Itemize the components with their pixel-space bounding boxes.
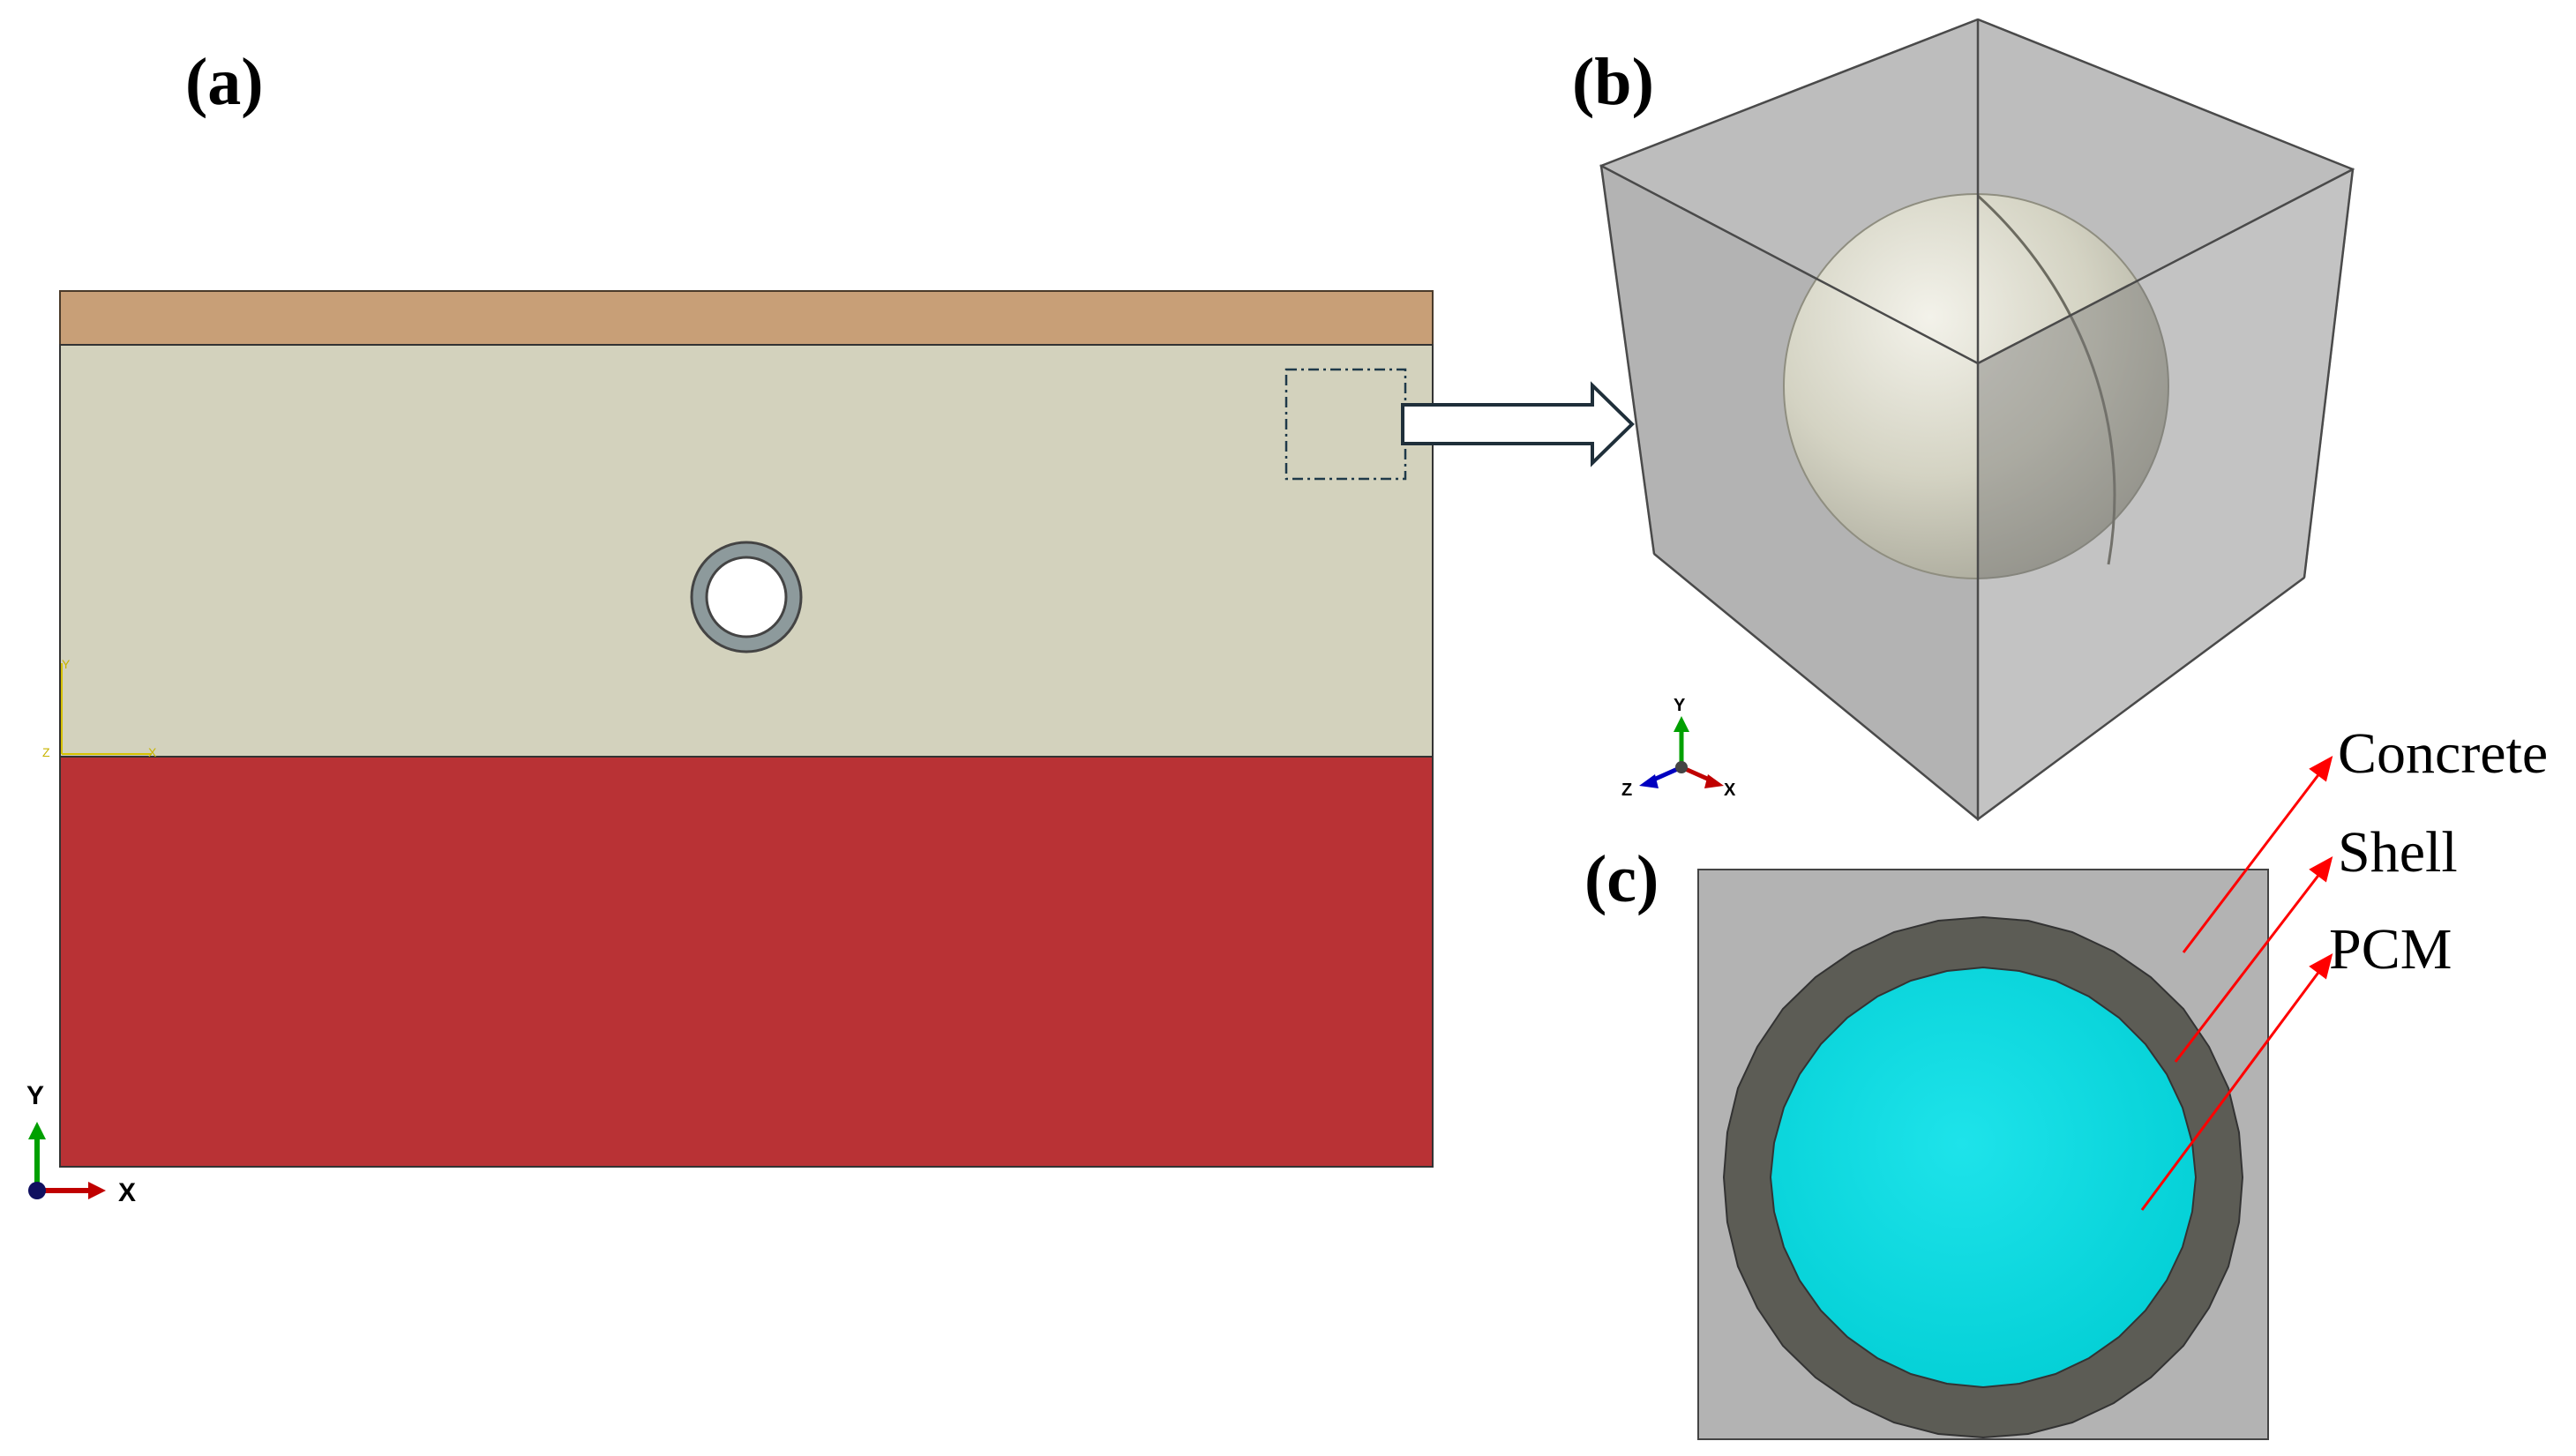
axis-x-label: X (118, 1178, 136, 1207)
leader-lines (2140, 756, 2333, 1211)
detail-box (1284, 368, 1407, 481)
sphere-seam (1976, 194, 2116, 565)
panel-label-c: (c) (1584, 842, 1659, 916)
small-axis-z-label: Z (42, 745, 50, 759)
axis-triad-b: Y X Z (1621, 696, 1736, 800)
small-axis-x-label: X (148, 745, 157, 759)
axis-triad-a: Y X (26, 1081, 136, 1207)
small-axis-triad: Y X Z (42, 657, 157, 759)
panel-label-b: (b) (1572, 45, 1654, 119)
cube-edges (1599, 18, 2355, 821)
leader-concrete (2182, 772, 2322, 953)
top-layer (59, 290, 1434, 346)
axis-y-label: Y (26, 1081, 44, 1110)
pcm-core (1769, 966, 2198, 1389)
label-concrete: Concrete (2338, 721, 2548, 786)
label-pcm: PCM (2329, 917, 2452, 982)
leader-pcm (2140, 969, 2322, 1211)
hollow-arrow (1401, 381, 1635, 467)
bottom-layer (59, 756, 1434, 1168)
panel-label-a: (a) (185, 45, 264, 119)
axis-b-x-label: X (1724, 780, 1736, 800)
panel-b-unit-cell: Y X Z (1599, 18, 2355, 822)
leader-shell (2174, 872, 2322, 1063)
panel-c-section: Concrete Shell PCM (1697, 721, 2548, 1440)
small-axis-y-label: Y (62, 657, 71, 671)
panel-a-cross-section: Y X Z Y X (26, 290, 1635, 1207)
pipe-hole (705, 556, 788, 638)
axis-b-z-label: Z (1621, 780, 1632, 800)
inclusion-sphere (1783, 193, 2169, 579)
label-shell: Shell (2338, 820, 2458, 885)
axis-b-y-label: Y (1674, 696, 1686, 715)
